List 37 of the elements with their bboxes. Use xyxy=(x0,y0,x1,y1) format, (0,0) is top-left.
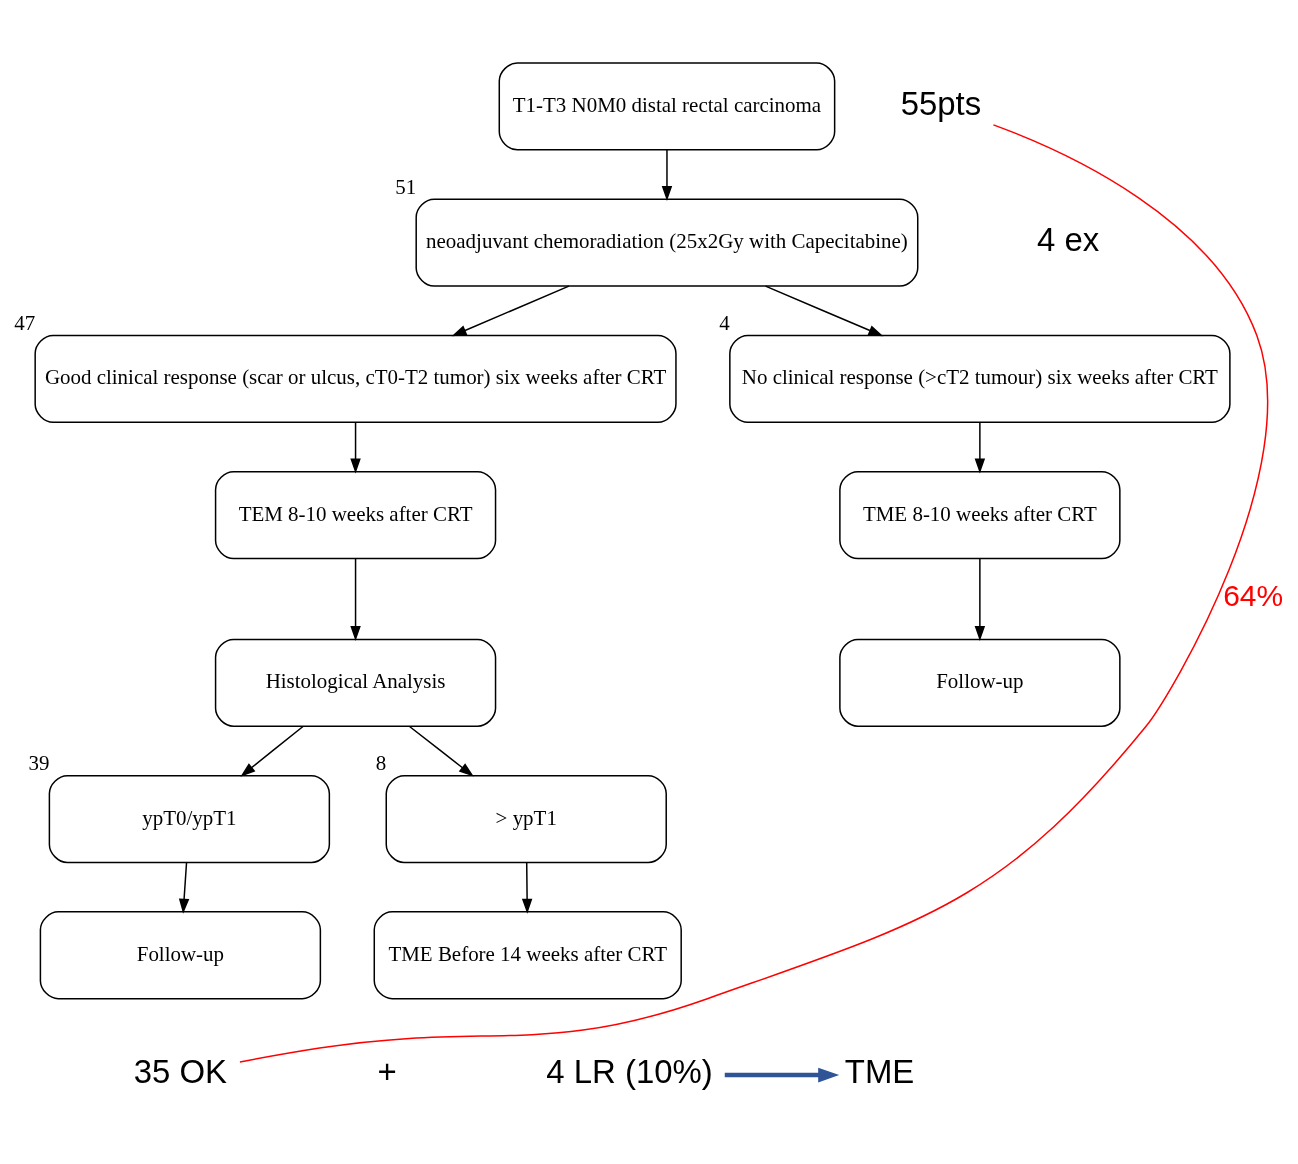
node-box: neoadjuvant chemoradiation (25x2Gy with Capecitabine) xyxy=(415,198,919,287)
arrow xyxy=(521,861,533,914)
node-box: Histological Analysis xyxy=(214,638,497,727)
node-text: 4 LR (10%) xyxy=(546,1052,713,1090)
label: + xyxy=(377,1052,397,1090)
arrow xyxy=(764,284,884,336)
label: 4 ex xyxy=(1037,220,1100,258)
node-text: 55pts xyxy=(900,84,982,122)
node-box: Good clinical response (scar or ulcus, cT0-T2 tumor) six weeks after CRT xyxy=(34,334,677,423)
node-label: 8 xyxy=(375,750,387,775)
connector xyxy=(239,123,1269,1063)
node-label: 39 xyxy=(28,750,50,775)
node-box: ypT0/ypT1 xyxy=(48,774,331,863)
node-label: 51 xyxy=(395,174,417,199)
node-box: TEM 8-10 weeks after CRT xyxy=(214,470,497,559)
node-box: Follow-up xyxy=(839,638,1121,727)
node-box: T1-T3 N0M0 distal rectal carcinoma xyxy=(498,61,836,151)
arrow xyxy=(408,725,474,777)
edge-label: 64% xyxy=(1223,578,1284,612)
arrow xyxy=(451,284,570,336)
arrow xyxy=(661,148,673,201)
node-text: TME xyxy=(844,1052,915,1090)
node-label: 4 xyxy=(719,310,730,335)
node-text: 35 OK xyxy=(133,1052,228,1090)
arrow xyxy=(350,421,361,474)
arrow xyxy=(178,861,190,914)
arrow xyxy=(724,1067,840,1082)
node-box: TME 8-10 weeks after CRT xyxy=(839,470,1121,559)
node-label: 47 xyxy=(14,310,36,335)
arrow xyxy=(240,725,304,777)
node-box: No clinical response (>cT2 tumour) six weeks after CRT xyxy=(729,334,1231,423)
arrow xyxy=(350,557,361,641)
node-box: > ypT1 xyxy=(385,774,667,863)
node-box: TME Before 14 weeks after CRT xyxy=(373,910,682,999)
arrow xyxy=(974,421,986,474)
arrow xyxy=(974,557,986,641)
node-box: Follow-up xyxy=(39,910,322,999)
